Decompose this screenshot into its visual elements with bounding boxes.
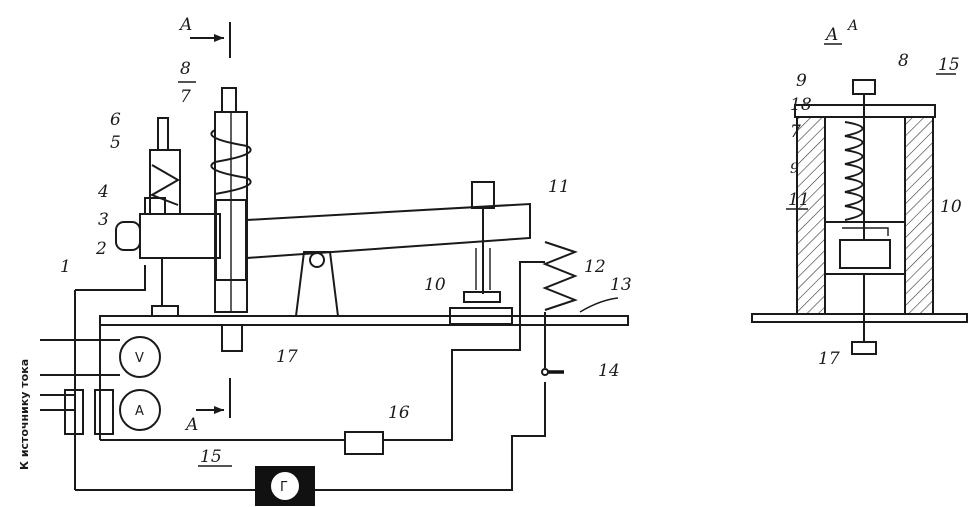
label-1: 1 [60, 257, 71, 277]
label-15: 15 [200, 447, 222, 467]
svg-text:A: A [184, 415, 198, 435]
label-16: 16 [388, 403, 410, 423]
ammeter-symbol: A [135, 404, 144, 419]
label-r11: 11 [788, 190, 810, 210]
side-caption: К источнику тока [18, 359, 31, 470]
return-spring [542, 241, 578, 311]
base-plate [99, 315, 629, 326]
label-r18: 18 [790, 95, 812, 115]
adjusting-assembly [115, 117, 221, 317]
contact-screw [449, 181, 513, 325]
label-3: 3 [98, 210, 109, 230]
label-r9b: 9 [790, 161, 799, 177]
label-7: 7 [180, 87, 191, 107]
label-13: 13 [610, 275, 632, 295]
adjust-knob [115, 221, 141, 251]
label-r8: 8 [898, 51, 909, 71]
lever-arm [246, 202, 531, 317]
label-r15: 15 [938, 55, 960, 75]
label-8: 8 [180, 59, 191, 79]
generator: Г [255, 466, 315, 506]
ammeter: A [119, 389, 161, 431]
label-6: 6 [110, 110, 121, 130]
section-title: A [824, 25, 838, 45]
section-marker-top: A [178, 15, 231, 58]
circuit [40, 261, 564, 491]
terminal-blocks [64, 389, 114, 435]
label-12: 12 [584, 257, 606, 277]
main-view: V A Г A A 1 2 3 [18, 15, 632, 506]
label-r17: 17 [818, 349, 840, 369]
voltmeter: V [119, 336, 161, 378]
label-10: 10 [424, 275, 446, 295]
label-r10: 10 [940, 197, 962, 217]
svg-text:A: A [178, 15, 192, 35]
label-2: 2 [95, 239, 107, 259]
label-17: 17 [276, 347, 298, 367]
label-11: 11 [548, 177, 570, 197]
section-view: A A 8 15 9 18 7 9 11 10 17 [751, 18, 968, 369]
label-4: 4 [97, 182, 109, 202]
voltmeter-symbol: V [135, 351, 144, 366]
label-5: 5 [110, 133, 121, 153]
label-r7: 7 [790, 122, 801, 142]
section-marker-bottom: A [184, 378, 231, 435]
section-title-2: A [846, 18, 858, 34]
generator-symbol: Г [280, 480, 288, 495]
spring-column [210, 87, 252, 352]
label-14: 14 [598, 361, 620, 381]
label-r9a: 9 [796, 71, 807, 91]
